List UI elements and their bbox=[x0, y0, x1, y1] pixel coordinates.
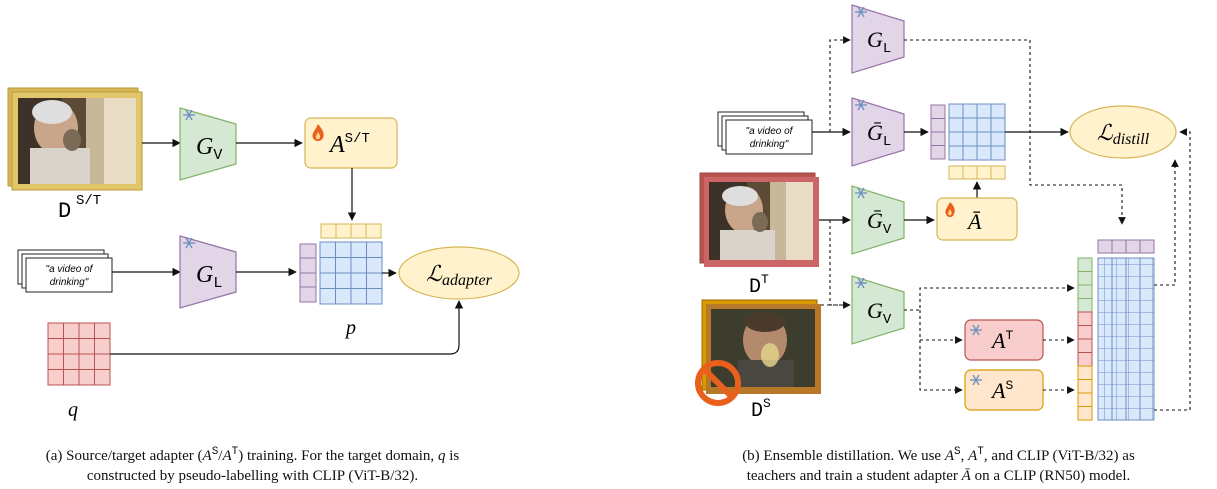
video-frame-target bbox=[709, 182, 813, 260]
text-doc-b-line1: "a video of bbox=[746, 126, 794, 137]
caption-panel-b: (b) Ensemble distillation. We use AS, AT… bbox=[660, 442, 1217, 486]
caption-a-line2: constructed by pseudo-labelling with CLI… bbox=[86, 468, 419, 484]
video-stack-source-target bbox=[7, 87, 143, 191]
student-text-feature-column bbox=[930, 104, 946, 160]
panel-a: D S/T GV AS/T "a video o bbox=[7, 87, 520, 421]
teacher-feature-columns bbox=[1077, 257, 1093, 421]
panel-b: GL ḠL "a video of drinking" bbox=[695, 4, 1191, 423]
teacher-gl-shape bbox=[851, 4, 905, 74]
pseudo-label-grid-q bbox=[47, 322, 111, 386]
snowflake-icon bbox=[855, 6, 867, 18]
label-source-video: DS bbox=[751, 396, 771, 423]
label-q: q bbox=[68, 399, 78, 421]
similarity-matrix-p bbox=[319, 241, 383, 305]
text-doc-b-line2: drinking" bbox=[750, 139, 789, 150]
label-target-video: DT bbox=[749, 272, 769, 299]
student-gl-shape bbox=[851, 97, 905, 167]
snowflake-icon bbox=[855, 99, 867, 111]
label-adapter-target: AT bbox=[990, 328, 1013, 353]
encoder-gl-shape bbox=[179, 235, 237, 309]
arrow-target-to-teacher-gv bbox=[829, 220, 851, 309]
label-student-adapter: Ā bbox=[966, 209, 982, 234]
flame-icon bbox=[945, 202, 955, 217]
label-teacher-gv: GV bbox=[867, 298, 892, 328]
label-teacher-gl: GL bbox=[867, 27, 891, 57]
arrow-teacher-gv-to-as bbox=[919, 340, 963, 394]
caption-a-line1: (a) Source/target adapter (AS/AT) traini… bbox=[45, 446, 460, 464]
snowflake-icon bbox=[183, 109, 195, 121]
arrow-teacher-ensemble-to-distill bbox=[1154, 128, 1191, 411]
teacher-gv-shape bbox=[851, 275, 905, 345]
snowflake-icon bbox=[855, 277, 867, 289]
student-similarity-matrix bbox=[948, 103, 1006, 161]
label-video-st-sup: S/T bbox=[76, 193, 101, 209]
student-adapter-box bbox=[936, 197, 1018, 241]
label-gl: GL bbox=[196, 262, 222, 292]
ban-icon bbox=[695, 360, 741, 406]
text-feature-column bbox=[299, 243, 317, 303]
text-doc-line2: drinking" bbox=[50, 277, 89, 288]
video-frame-drinking bbox=[18, 98, 136, 184]
text-prompt-doc-b: "a video of drinking" bbox=[717, 111, 813, 155]
arrow-doc-to-teacher-gl bbox=[829, 36, 851, 132]
adapter-feature-row bbox=[320, 223, 382, 239]
teacher-text-feature-row bbox=[1097, 239, 1155, 254]
text-prompt-doc: "a video of drinking" bbox=[17, 249, 113, 293]
snowflake-icon bbox=[970, 374, 982, 386]
snowflake-icon bbox=[183, 237, 195, 249]
encoder-gv-shape bbox=[179, 107, 237, 181]
loss-adapter-ellipse bbox=[398, 246, 520, 300]
caption-b-line2: teachers and train a student adapter Ā o… bbox=[746, 468, 1131, 484]
label-loss-adapter: ℒadapter bbox=[426, 261, 492, 289]
label-student-gl: ḠL bbox=[867, 120, 891, 150]
label-video-st: D bbox=[58, 199, 71, 224]
arrow-q-to-loss bbox=[110, 300, 464, 355]
label-loss-distill: ℒdistill bbox=[1097, 120, 1150, 148]
caption-panel-a: (a) Source/target adapter (AS/AT) traini… bbox=[0, 442, 505, 486]
label-adapter-source: AS bbox=[990, 378, 1013, 403]
loss-distill-ellipse bbox=[1069, 105, 1177, 159]
label-adapter-st: AS/T bbox=[328, 131, 370, 158]
arrow-teacher-gv-to-green-col bbox=[904, 284, 1075, 311]
teacher-similarity-matrix bbox=[1097, 257, 1155, 421]
video-stack-target bbox=[699, 172, 819, 267]
caption-b-line1: (b) Ensemble distillation. We use AS, AT… bbox=[742, 446, 1135, 464]
text-doc-line1: "a video of bbox=[46, 264, 94, 275]
student-adapter-feature-row bbox=[948, 165, 1006, 180]
arrow-teacher-gv-to-at bbox=[919, 310, 963, 344]
arrow-teacher-matrix-to-distill bbox=[1154, 159, 1179, 286]
student-gv-shape bbox=[851, 185, 905, 255]
snowflake-icon bbox=[970, 324, 982, 336]
video-stack-source bbox=[701, 299, 821, 394]
label-p: p bbox=[344, 317, 356, 339]
arrow-teacher-gl-to-teacher-row bbox=[904, 39, 1126, 225]
video-frame-source bbox=[711, 309, 815, 387]
label-student-gv: ḠV bbox=[867, 208, 892, 238]
label-gv: GV bbox=[196, 134, 222, 164]
flame-icon bbox=[312, 124, 324, 141]
adapter-st-box bbox=[304, 117, 398, 169]
snowflake-icon bbox=[855, 187, 867, 199]
